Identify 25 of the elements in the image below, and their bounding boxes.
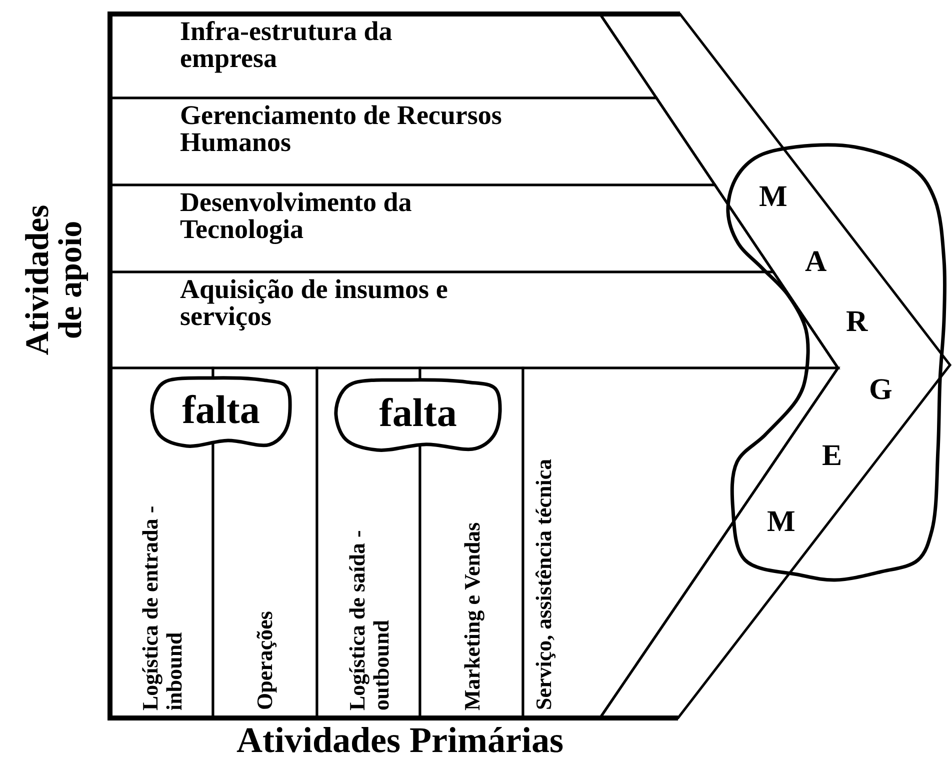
highlight-label: falta <box>378 393 458 433</box>
highlight-blob <box>152 378 290 446</box>
activity-label: Aquisição de insumos e serviços <box>180 276 449 330</box>
activity-label: Gerenciamento de Recursos Humanos <box>180 102 503 156</box>
activity-label: Serviço, assistência técnica <box>532 458 556 710</box>
axis-title: Atividades Primárias <box>236 720 564 760</box>
activity-label: Marketing e Vendas <box>460 522 484 710</box>
margin-letter: A <box>805 247 827 277</box>
margin-letter: E <box>822 441 842 471</box>
margin-letter: G <box>869 375 892 405</box>
activity-label: Desenvolvimento da Tecnologia <box>180 189 413 243</box>
support-activity-row <box>110 98 715 185</box>
axis-title: Atividades de apoio <box>22 204 88 358</box>
activity-label: Logística de entrada - inbound <box>138 504 185 710</box>
activity-label: Operações <box>253 611 277 710</box>
support-activity-row <box>110 14 656 98</box>
margin-band <box>600 14 950 718</box>
margin-letter: M <box>759 182 788 212</box>
highlight-blob <box>336 380 500 450</box>
highlight-label: falta <box>181 390 261 430</box>
margin-letter: M <box>767 507 796 537</box>
activity-label: Infra-estrutura da empresa <box>180 18 394 72</box>
activity-label: Logística de saída - outbound <box>345 528 392 710</box>
margin-letter: R <box>846 307 868 337</box>
support-activity-row <box>110 272 838 368</box>
